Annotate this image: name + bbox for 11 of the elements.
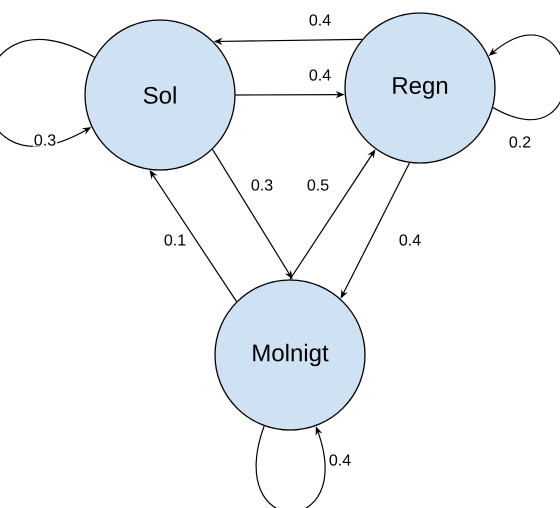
edge-label: 0.4: [328, 453, 352, 467]
arrow: [256, 426, 326, 508]
edge-label: 0.2: [508, 135, 532, 149]
edge-label: 0.5: [306, 178, 330, 192]
edge-label: 0.4: [398, 233, 422, 247]
edge-label: 0.4: [308, 13, 332, 27]
edge-label: 0.3: [250, 178, 274, 192]
edge-label: 0.1: [162, 233, 188, 247]
edge-label: 0.3: [32, 133, 58, 147]
arrow: [0, 39, 95, 147]
edge-label: 0.4: [308, 68, 332, 82]
